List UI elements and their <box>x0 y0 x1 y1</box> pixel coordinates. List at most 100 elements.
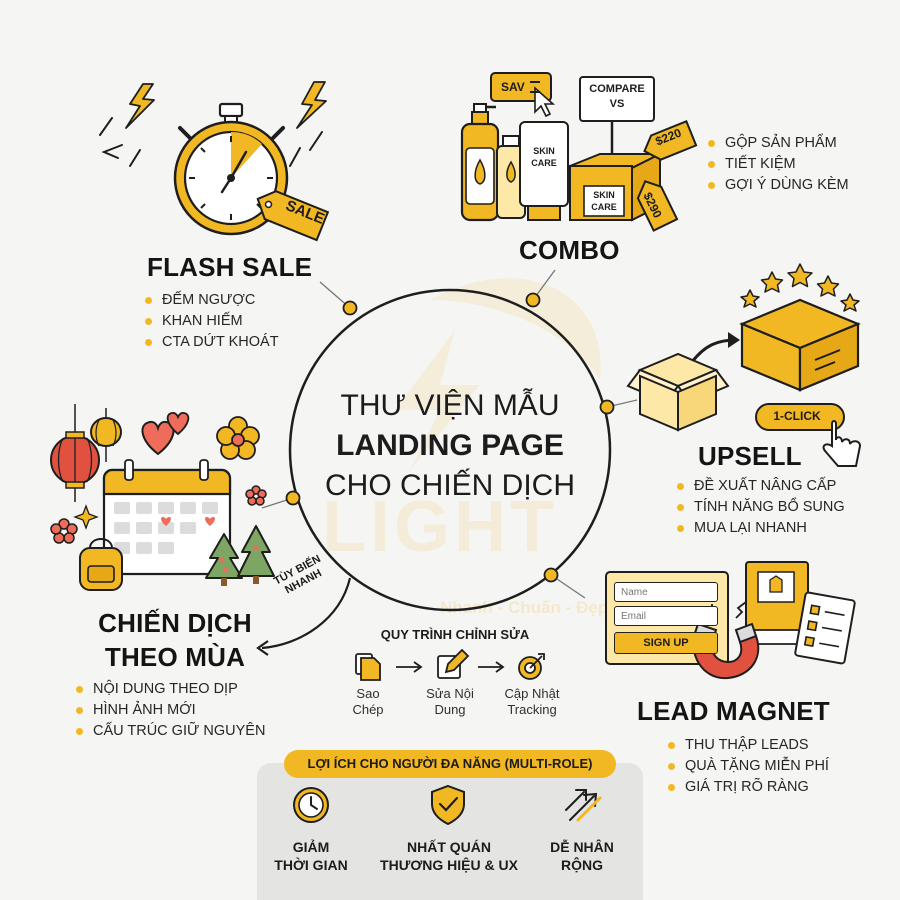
sale-tag-icon <box>256 190 330 242</box>
star-icon <box>816 275 840 297</box>
list-item: THU THẬP LEADS <box>667 735 829 756</box>
seasonal-title: CHIẾN DỊCH THEO MÙA <box>82 606 268 674</box>
seasonal-title-line1: CHIẾN DỊCH <box>98 608 252 638</box>
shield-check-icon <box>431 784 465 826</box>
combo-bullets: GỘP SẢN PHẨM TIẾT KIỆM GỢI Ý DÙNG KÈM <box>707 133 849 196</box>
lead-magnet-bullets: THU THẬP LEADS QUÀ TẶNG MIỄN PHÍ GIÁ TRỊ… <box>667 735 829 798</box>
list-item: KHAN HIẾM <box>144 311 279 332</box>
pointing-hand-icon <box>822 420 862 467</box>
box-label-line1: SKIN <box>593 190 615 200</box>
center-title-line1: THƯ VIỆN MẪU <box>340 389 560 422</box>
benefit-scalable-line2: RỘNG <box>561 857 603 873</box>
lead-magnet-title: LEAD MAGNET <box>637 696 830 726</box>
workflow-step-copy-line2: Chép <box>352 702 384 717</box>
benefit-scalable: DỄ NHÂN RỘNG <box>532 838 632 874</box>
upsell-bullets: ĐỀ XUẤT NÂNG CẤP TÍNH NĂNG BỔ SUNG MUA L… <box>676 476 845 539</box>
connector-node-combo <box>525 292 541 308</box>
box-label-line2: CARE <box>591 202 617 212</box>
name-field[interactable]: Name <box>614 582 718 602</box>
signup-button[interactable]: SIGN UP <box>614 632 718 654</box>
flower-icon <box>216 416 260 460</box>
price-tag-icon <box>643 119 698 161</box>
list-item: CẤU TRÚC GIỮ NGUYÊN <box>75 721 265 742</box>
center-title: THƯ VIỆN MẪU LANDING PAGE CHO CHIẾN DỊCH <box>300 386 600 506</box>
list-item: ĐỀ XUẤT NÂNG CẤP <box>676 476 845 497</box>
seasonal-bullets: NỘI DUNG THEO DỊP HÌNH ẢNH MỚI CẤU TRÚC … <box>75 679 265 742</box>
cursor-icon <box>534 86 556 118</box>
heart-icon <box>166 411 190 436</box>
save-tag-lines <box>530 81 540 93</box>
tube-label-line1: SKIN <box>533 146 555 156</box>
flower-icon <box>50 518 78 544</box>
one-click-label[interactable]: 1-CLICK <box>773 409 821 423</box>
benefit-scalable-line1: DỄ NHÂN <box>550 839 614 855</box>
watermark-tagline: Nhanh - Chuẩn - Đẹp <box>440 598 609 617</box>
list-item: GỘP SẢN PHẨM <box>707 133 849 154</box>
center-title-line3: CHO CHIẾN DỊCH <box>324 469 575 502</box>
price-tag-icon <box>636 180 679 232</box>
center-title-line2: LANDING PAGE <box>336 429 564 462</box>
target-icon <box>518 653 545 680</box>
connector-node-flash-sale <box>342 300 358 316</box>
list-item: GỢI Ý DÙNG KÈM <box>707 175 849 196</box>
edit-icon <box>437 648 470 679</box>
benefit-consistency: NHẤT QUÁN THƯƠNG HIỆU & UX <box>376 838 522 874</box>
workflow-step-tracking: Cập Nhật Tracking <box>494 686 570 718</box>
lightning-icon <box>125 83 155 129</box>
flash-sale-bullets: ĐẾM NGƯỢC KHAN HIẾM CTA DỨT KHOÁT <box>144 290 279 353</box>
star-icon <box>740 289 760 308</box>
list-item: TIẾT KIỆM <box>707 154 849 175</box>
list-item: MUA LẠI NHANH <box>676 518 845 539</box>
lightning-icon <box>296 81 327 129</box>
clock-icon <box>293 787 329 823</box>
benefit-consistency-line2: THƯƠNG HIỆU & UX <box>380 857 518 873</box>
benefit-consistency-line1: NHẤT QUÁN <box>407 839 491 855</box>
box-label: SKIN CARE <box>584 189 624 213</box>
workflow-step-edit-line2: Dung <box>434 702 466 717</box>
list-item: GIÁ TRỊ RÕ RÀNG <box>667 777 829 798</box>
benefit-save-time-line2: THỜI GIAN <box>274 857 348 873</box>
one-click-button-icon <box>755 403 845 431</box>
workflow-step-edit: Sửa Nội Dung <box>414 686 486 718</box>
email-field[interactable]: Email <box>614 606 718 626</box>
workflow-step-tracking-line2: Tracking <box>507 702 557 717</box>
list-item: TÍNH NĂNG BỔ SUNG <box>676 497 845 518</box>
combo-title: COMBO <box>519 235 620 265</box>
workflow-step-tracking-line1: Cập Nhật <box>504 686 560 701</box>
tube-label-line2: CARE <box>531 158 557 168</box>
flash-sale-title: FLASH SALE <box>147 252 313 282</box>
flower-icon <box>245 485 267 506</box>
upsell-title: UPSELL <box>698 441 802 471</box>
hub-circle <box>288 288 612 612</box>
star-icon <box>840 293 860 312</box>
workflow-title: QUY TRÌNH CHỈNH SỬA <box>380 627 530 642</box>
connector-node-seasonal <box>285 490 301 506</box>
star-icon <box>760 271 784 293</box>
scale-arrows-icon <box>565 789 602 822</box>
copy-icon <box>355 653 381 681</box>
benefit-save-time: GIẢM THỜI GIAN <box>262 838 360 874</box>
workflow-step-copy: Sao Chép <box>336 686 400 718</box>
list-item: HÌNH ẢNH MỚI <box>75 700 265 721</box>
compare-sign-line2: VS <box>609 98 625 110</box>
benefits-banner: LỢI ÍCH CHO NGƯỜI ĐA NĂNG (MULTI-ROLE) <box>284 750 616 778</box>
list-item: CTA DỨT KHOÁT <box>144 332 279 353</box>
compare-sign-label: COMPARE VS <box>580 82 654 112</box>
star-icon <box>787 263 813 288</box>
connector-node-lead-magnet <box>543 567 559 583</box>
list-item: ĐẾM NGƯỢC <box>144 290 279 311</box>
list-item: NỘI DUNG THEO DỊP <box>75 679 265 700</box>
benefit-save-time-line1: GIẢM <box>292 839 330 855</box>
compare-sign-icon <box>579 76 655 122</box>
workflow-step-edit-line1: Sửa Nội <box>426 686 474 701</box>
workflow-step-copy-line1: Sao <box>356 686 380 701</box>
connector-node-upsell <box>599 399 615 415</box>
